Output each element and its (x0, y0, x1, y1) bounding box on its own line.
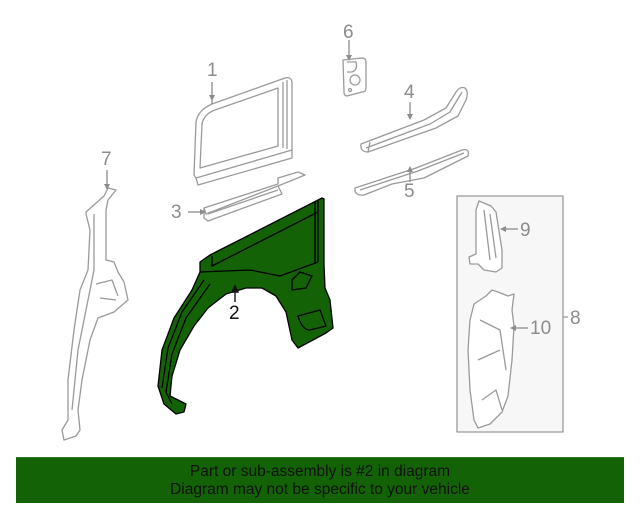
part-4-trim[interactable] (360, 86, 468, 153)
part-3-molding[interactable] (203, 171, 306, 222)
part-info-banner: Part or sub-assembly is #2 in diagram Di… (16, 457, 624, 503)
callout-10[interactable]: 10 (530, 318, 552, 339)
banner-line-1: Part or sub-assembly is #2 in diagram (189, 462, 451, 480)
callout-9[interactable]: 9 (520, 220, 531, 241)
part-2-wheelhouse-panel[interactable] (157, 197, 334, 415)
part-1-window-frame[interactable] (193, 76, 293, 186)
callout-6[interactable]: 6 (343, 22, 354, 43)
callout-5[interactable]: 5 (404, 181, 415, 202)
callout-7[interactable]: 7 (101, 149, 112, 170)
callout-4[interactable]: 4 (404, 82, 415, 103)
banner-line-2: Diagram may not be specific to your vehi… (170, 480, 470, 498)
part-6-bracket[interactable] (342, 57, 367, 97)
callout-1[interactable]: 1 (207, 60, 218, 81)
part-10-panel[interactable] (467, 289, 515, 429)
part-9-bracket[interactable] (468, 200, 503, 273)
part-7-pillar[interactable] (61, 187, 129, 441)
callout-8[interactable]: 8 (570, 308, 581, 329)
leader-2 (230, 284, 240, 302)
part-5-rail[interactable] (354, 148, 470, 196)
callout-2[interactable]: 2 (229, 303, 240, 324)
callout-3[interactable]: 3 (171, 202, 182, 223)
